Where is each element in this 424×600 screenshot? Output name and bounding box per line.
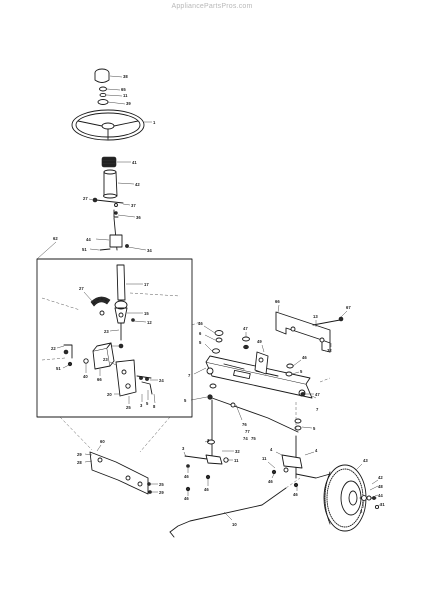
callout-1: 1 bbox=[153, 120, 156, 125]
callout-31: 31 bbox=[380, 502, 385, 507]
callout-46d: 46 bbox=[204, 487, 209, 492]
callout-28a: 28 bbox=[77, 460, 82, 465]
wheel-hardware bbox=[359, 495, 380, 510]
callout-62: 62 bbox=[53, 236, 58, 241]
left-spindle bbox=[184, 383, 229, 492]
callout-43: 43 bbox=[363, 458, 368, 463]
callout-11b: 11 bbox=[234, 458, 239, 463]
callout-27b: 27 bbox=[79, 286, 84, 291]
callout-60: 60 bbox=[100, 439, 105, 444]
steering-wheel bbox=[71, 109, 145, 141]
callout-46f: 46 bbox=[268, 479, 273, 484]
callout-48: 48 bbox=[378, 484, 383, 489]
column-bushing bbox=[103, 169, 118, 199]
callout-2: 2 bbox=[360, 509, 363, 514]
callout-46c: 46 bbox=[184, 474, 189, 479]
callout-23b: 23 bbox=[103, 357, 108, 362]
column-bolt bbox=[92, 197, 124, 218]
callout-37: 37 bbox=[131, 203, 136, 208]
callout-12: 12 bbox=[147, 320, 152, 325]
sector-gear bbox=[90, 296, 111, 316]
callout-10: 10 bbox=[232, 522, 237, 527]
callout-5b: 5 bbox=[199, 340, 202, 345]
callout-75: 75 bbox=[251, 436, 256, 441]
callout-5a: 5 bbox=[146, 401, 149, 406]
callout-25a: 25 bbox=[126, 405, 131, 410]
callout-3b: 3 bbox=[207, 438, 210, 443]
callout-3c: 3 bbox=[182, 446, 185, 451]
right-spindle bbox=[271, 435, 331, 488]
callout-7b: 7 bbox=[316, 407, 319, 412]
callout-46b: 46 bbox=[302, 355, 307, 360]
callout-46a: 46 bbox=[198, 321, 203, 326]
callout-17: 17 bbox=[144, 282, 149, 287]
callout-47a: 47 bbox=[243, 326, 248, 331]
callout-25b: 25 bbox=[159, 482, 164, 487]
callout-27: 27 bbox=[83, 196, 88, 201]
callout-46e: 46 bbox=[184, 496, 189, 501]
callout-3: 3 bbox=[140, 403, 143, 408]
callout-44: 44 bbox=[86, 237, 91, 242]
callout-67: 67 bbox=[346, 305, 351, 310]
callout-36: 36 bbox=[136, 215, 141, 220]
callout-13: 13 bbox=[313, 314, 318, 319]
callout-76-78: 76 bbox=[242, 422, 247, 427]
callout-47b: 47 bbox=[315, 392, 320, 397]
callout-29a: 29 bbox=[77, 452, 82, 457]
callout-29b: 29 bbox=[159, 490, 164, 495]
callout-42b: 42 bbox=[378, 475, 383, 480]
callout-32: 32 bbox=[327, 348, 332, 353]
detail-inset-box bbox=[36, 258, 193, 418]
callout-4b: 4 bbox=[315, 448, 318, 453]
callout-5e: 5 bbox=[184, 398, 187, 403]
steering-shaft-lower bbox=[114, 264, 135, 349]
callout-44b: 44 bbox=[378, 493, 383, 498]
callout-66a: 66 bbox=[97, 377, 102, 382]
tie-rod bbox=[169, 487, 287, 538]
callout-51b: 51 bbox=[56, 366, 61, 371]
callout-74-75: 74 bbox=[243, 436, 248, 441]
callout-51: 51 bbox=[82, 247, 87, 252]
callout-4: 4 bbox=[270, 447, 273, 452]
callout-41: 41 bbox=[132, 160, 137, 165]
drag-link bbox=[211, 397, 299, 433]
steering-wheel-cap bbox=[94, 68, 110, 105]
gear-housing bbox=[63, 342, 115, 370]
callout-11: 11 bbox=[123, 93, 128, 98]
callout-6: 6 bbox=[199, 331, 202, 336]
callout-34: 34 bbox=[147, 248, 152, 253]
callout-7a: 7 bbox=[188, 373, 191, 378]
callout-8a: 8 bbox=[153, 404, 156, 409]
callout-46g: 46 bbox=[293, 492, 298, 497]
callout-49: 49 bbox=[257, 339, 262, 344]
callout-77: 77 bbox=[245, 429, 250, 434]
callout-5c: 5 bbox=[300, 369, 303, 374]
callout-40: 40 bbox=[83, 374, 88, 379]
pitman-plate bbox=[115, 359, 153, 397]
callout-23a: 23 bbox=[104, 329, 109, 334]
callout-66b: 66 bbox=[275, 299, 280, 304]
callout-39: 39 bbox=[126, 101, 131, 106]
steering-shaft-upper bbox=[99, 217, 129, 251]
callout-15: 15 bbox=[144, 311, 149, 316]
callout-38: 38 bbox=[123, 74, 128, 79]
steering-bracket bbox=[89, 451, 152, 495]
callout-5d: 5 bbox=[313, 426, 316, 431]
callout-20a: 20 bbox=[107, 392, 112, 397]
callout-32b: 32 bbox=[235, 449, 240, 454]
callout-42: 42 bbox=[135, 182, 140, 187]
axle-support-bracket bbox=[275, 311, 344, 353]
callout-11c: 11 bbox=[262, 456, 267, 461]
watermark: AppliancePartsPros.com bbox=[171, 3, 253, 10]
callout-65: 65 bbox=[121, 87, 126, 92]
callout-22: 22 bbox=[51, 346, 56, 351]
steering-adapter bbox=[101, 156, 117, 168]
callout-24: 24 bbox=[159, 378, 164, 383]
